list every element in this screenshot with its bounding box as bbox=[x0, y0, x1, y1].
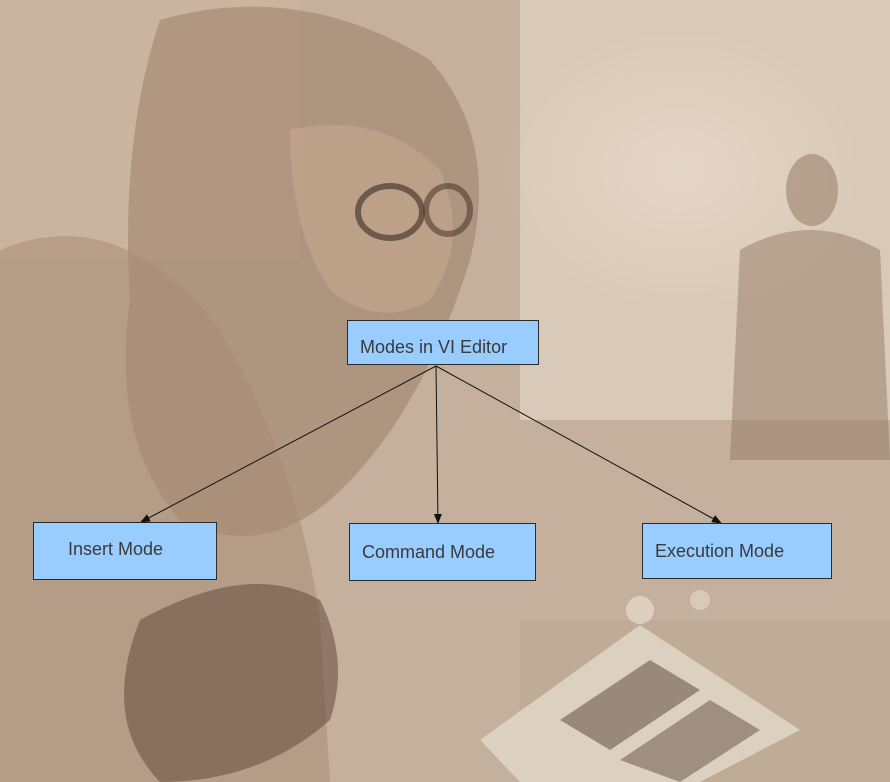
edge-to-command-mode bbox=[433, 365, 442, 524]
node-insert-mode: Insert Mode bbox=[33, 522, 217, 580]
node-execution-mode: Execution Mode bbox=[642, 523, 832, 579]
edge-to-insert-mode bbox=[140, 365, 437, 523]
node-label: Modes in VI Editor bbox=[360, 337, 508, 357]
node-label: Execution Mode bbox=[655, 540, 785, 561]
node-label: Command Mode bbox=[362, 541, 496, 562]
node-command-mode: Command Mode bbox=[349, 523, 536, 581]
node-label: Insert Mode bbox=[68, 538, 164, 559]
node-modes-in-vi-editor: Modes in VI Editor bbox=[347, 320, 539, 365]
edge-to-execution-mode bbox=[435, 365, 722, 524]
